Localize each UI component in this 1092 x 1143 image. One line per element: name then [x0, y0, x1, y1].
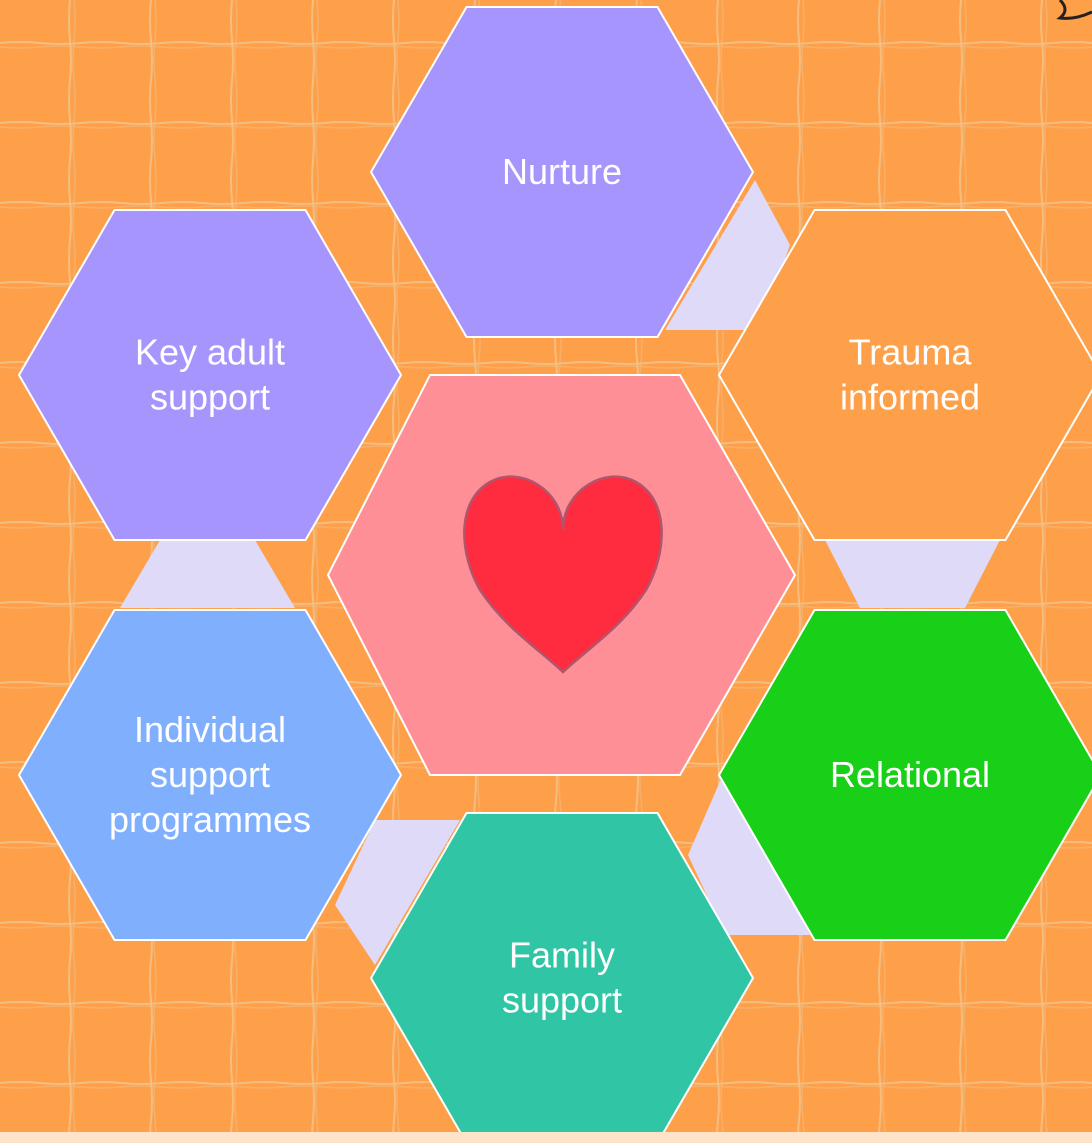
hexagon-label-line: Nurture	[502, 151, 622, 192]
center-hexagon	[326, 374, 797, 776]
hexagon-label-line: informed	[840, 377, 980, 418]
hexagon-label-line: Individual	[134, 709, 286, 750]
hexagon-shape-relational	[717, 609, 1092, 941]
hexagon-label-line: support	[150, 754, 270, 795]
hexagon-label-line: Key adult	[135, 332, 285, 373]
hexagon-shape-key-adult-support	[17, 209, 403, 541]
connector-nurture-trauma	[665, 180, 790, 330]
hexagon-label-relational: Relational	[830, 754, 990, 795]
hexagon-label-nurture: Nurture	[502, 151, 622, 192]
connector-relational-family	[688, 770, 810, 935]
hexagon-shape-nurture	[369, 6, 755, 338]
hexagon-nurture: Nurture	[369, 6, 755, 338]
connectors	[120, 180, 1000, 965]
bottom-strip	[0, 1132, 1092, 1143]
connector-trauma-relational	[825, 540, 1000, 608]
hexagon-label-line: support	[150, 377, 270, 418]
hexagon-shape-trauma-informed	[717, 209, 1092, 541]
hexagon-label-line: Trauma	[849, 332, 973, 373]
hexagon-shape-family-support	[369, 812, 755, 1143]
hexagon-relational: Relational	[717, 609, 1092, 941]
hexagon-label-line: programmes	[109, 799, 311, 840]
hexagon-shape-individual-support-programmes	[17, 609, 403, 941]
hexagon-label-line: Relational	[830, 754, 990, 795]
heart-icon	[463, 475, 663, 674]
corner-scribble	[1056, 0, 1092, 20]
connector-family-individual	[335, 820, 460, 965]
hexagon-label-line: support	[502, 980, 622, 1021]
hexagon-label-line: Family	[509, 935, 615, 976]
connector-individual-key	[120, 540, 295, 608]
